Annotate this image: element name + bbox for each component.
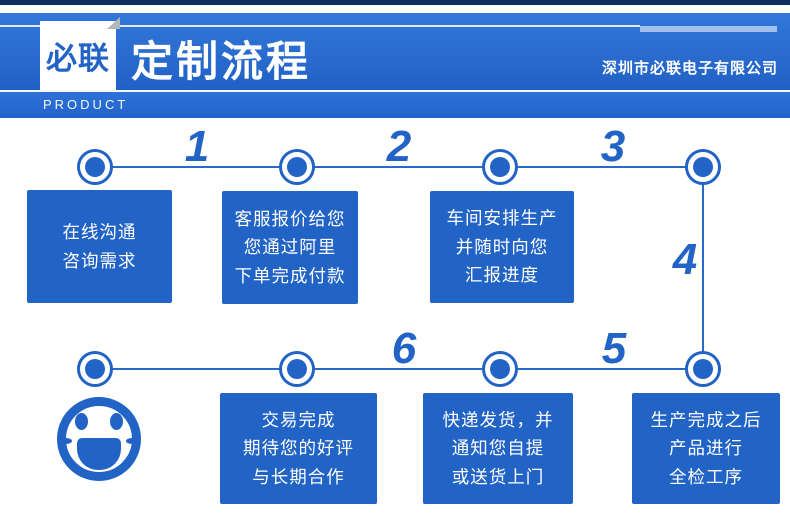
step-box-1: 在线沟通 咨询需求 bbox=[27, 190, 172, 303]
flow-node-dot bbox=[490, 157, 510, 177]
logo-text: 必联 bbox=[46, 41, 110, 76]
smiley-eye-left bbox=[75, 413, 88, 430]
header-substrip: PRODUCT bbox=[0, 90, 790, 118]
flow-node-8 bbox=[77, 351, 113, 387]
page-title: 定制流程 bbox=[131, 38, 312, 85]
step-number-1: 1 bbox=[184, 122, 210, 171]
company-name: 深圳市必联电子有限公司 bbox=[601, 60, 778, 77]
step-box-6: 交易完成 期待您的好评 与长期合作 bbox=[220, 393, 377, 504]
step-box-4: 生产完成之后 产品进行 全检工序 bbox=[632, 393, 780, 504]
flow-line-bottom bbox=[95, 368, 703, 370]
flow-node-6 bbox=[482, 351, 518, 387]
smiley-cheek-left bbox=[60, 438, 72, 444]
step-box-2: 客服报价给您 您通过阿里 下单完成付款 bbox=[222, 191, 358, 304]
flow-node-7 bbox=[279, 351, 315, 387]
banner-divider-line bbox=[0, 25, 640, 27]
flow-node-2 bbox=[279, 149, 315, 185]
smiley-eye-right bbox=[110, 413, 123, 430]
flow-line-top bbox=[95, 166, 703, 168]
header-banner: 必联 定制流程 深圳市必联电子有限公司 bbox=[0, 13, 790, 90]
banner-accent-bar bbox=[640, 26, 777, 32]
flow-node-dot bbox=[85, 157, 105, 177]
flow-node-dot bbox=[490, 359, 510, 379]
step-number-4: 4 bbox=[672, 235, 698, 284]
step-number-6: 6 bbox=[391, 324, 417, 373]
top-navy-bar bbox=[0, 0, 790, 5]
step-number-2: 2 bbox=[386, 122, 412, 171]
step-number-5: 5 bbox=[601, 324, 627, 373]
smiley-face-icon bbox=[57, 397, 141, 481]
logo-fold-corner-icon bbox=[107, 17, 120, 29]
flow-node-5 bbox=[685, 351, 721, 387]
smiley-cheek-right bbox=[126, 438, 138, 444]
step-box-3: 车间安排生产 并随时向您 汇报进度 bbox=[430, 191, 574, 303]
product-label: PRODUCT bbox=[43, 97, 129, 112]
flow-node-dot bbox=[287, 157, 307, 177]
flow-node-dot bbox=[85, 359, 105, 379]
smiley-mouth bbox=[77, 438, 121, 470]
flow-node-3 bbox=[482, 149, 518, 185]
step-box-5: 快递发货，并 通知您自提 或送货上门 bbox=[423, 393, 573, 504]
flow-node-4 bbox=[685, 149, 721, 185]
flow-node-dot bbox=[693, 157, 713, 177]
logo-box: 必联 bbox=[40, 17, 120, 90]
step-number-3: 3 bbox=[600, 122, 626, 171]
flow-node-dot bbox=[693, 359, 713, 379]
flow-line-vertical bbox=[702, 167, 704, 369]
flow-node-dot bbox=[287, 359, 307, 379]
flow-node-1 bbox=[77, 149, 113, 185]
